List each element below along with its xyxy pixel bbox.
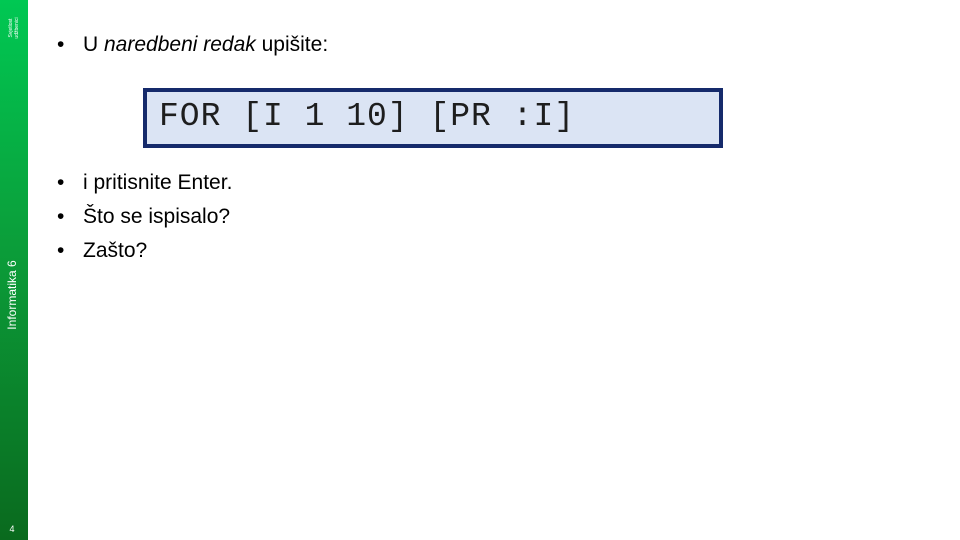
instruction-text-end: upišite: bbox=[255, 33, 329, 56]
command-box: FOR [I 1 10] [PR :I] bbox=[143, 88, 723, 148]
page-number: 4 bbox=[9, 524, 15, 534]
question-item-why: Zašto? bbox=[57, 234, 232, 268]
question-item-enter: i pritisnite Enter. bbox=[57, 166, 232, 200]
instruction-item: U naredbeni redak upišite: bbox=[57, 28, 328, 62]
subject-label: Informatika 6 bbox=[5, 260, 19, 330]
publisher-logo: Svjetlost udžbenici bbox=[2, 2, 26, 54]
command-text: FOR [I 1 10] [PR :I] bbox=[159, 98, 576, 135]
question-list: i pritisnite Enter. Što se ispisalo? Zaš… bbox=[57, 166, 232, 268]
instruction-text-italic: naredbeni redak bbox=[104, 33, 256, 56]
question-item-what: Što se ispisalo? bbox=[57, 200, 232, 234]
instruction-text-start: U bbox=[83, 33, 104, 56]
subject-label-container: Informatika 6 bbox=[0, 240, 24, 350]
sidebar: Svjetlost udžbenici Informatika 6 4 bbox=[0, 0, 28, 540]
publisher-text: Svjetlost udžbenici bbox=[8, 17, 20, 39]
instruction-list: U naredbeni redak upišite: bbox=[57, 28, 328, 62]
